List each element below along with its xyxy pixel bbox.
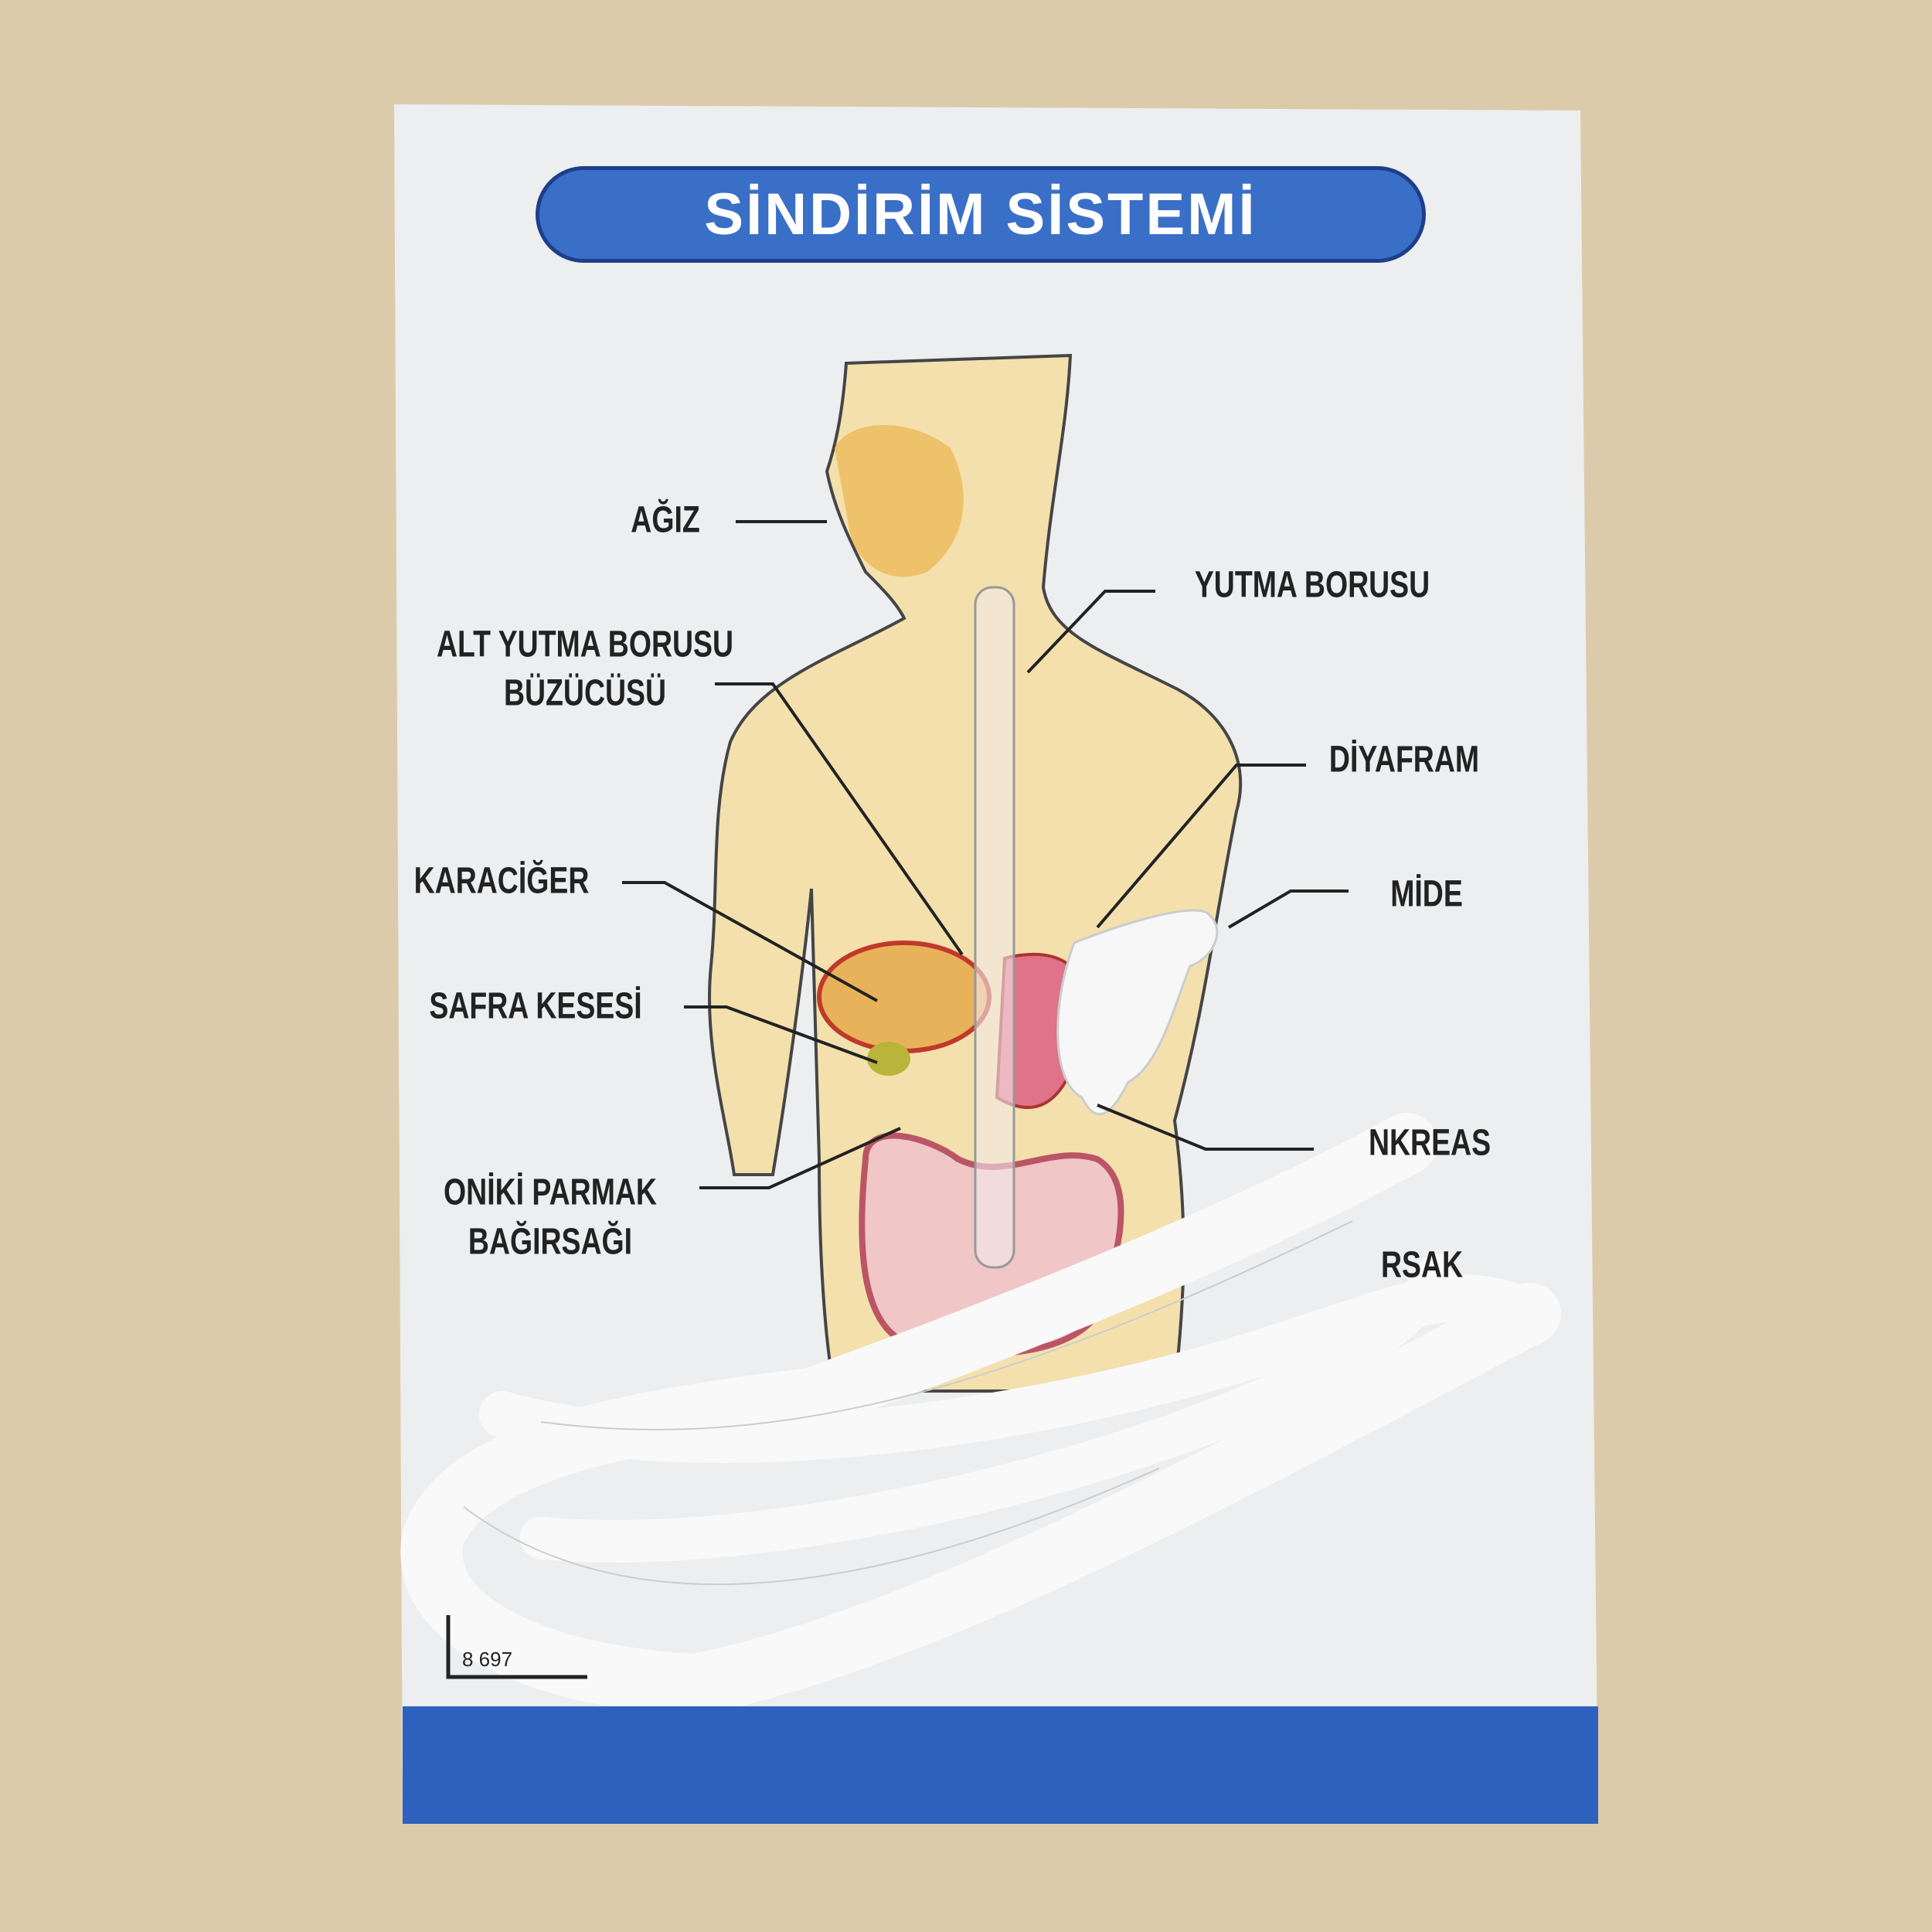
rope-texture xyxy=(463,1220,1353,1586)
label-duodenum-line2: BAĞIRSAĞI xyxy=(468,1221,633,1263)
label-gallbladder: SAFRA KESESİ xyxy=(429,985,642,1027)
barcode-frame xyxy=(446,1615,587,1679)
label-intestine: RSAK xyxy=(1380,1244,1464,1286)
label-stomach: MİDE xyxy=(1390,873,1463,915)
label-diaphragm: DİYAFRAM xyxy=(1328,739,1480,781)
label-esophagus: YUTMA BORUSU xyxy=(1194,564,1430,606)
label-liver: KARACİĞER xyxy=(413,860,590,902)
label-duodenum-line1: ONİKİ PARMAK xyxy=(444,1172,657,1213)
label-pancreas: NKREAS xyxy=(1368,1122,1492,1164)
cotton-rope xyxy=(400,1113,1561,1716)
glass-tube xyxy=(974,586,1015,1269)
gallbladder-organ xyxy=(867,1042,910,1076)
label-mouth: AĞIZ xyxy=(631,499,700,541)
label-lower-sphincter-line1: ALT YUTMA BORUSU xyxy=(436,624,734,665)
label-lower-sphincter-line2: BÜZÜCÜSÜ xyxy=(503,672,667,714)
leader-lines xyxy=(622,520,1349,1189)
page-title: SİNDİRİM SİSTEMİ xyxy=(536,166,1426,263)
stomach-cutout xyxy=(1056,909,1219,1116)
barcode-number: 8 697 xyxy=(462,1648,513,1671)
head-mouth-area xyxy=(835,425,964,577)
liver-organ xyxy=(817,940,992,1053)
bottom-blue-bar xyxy=(403,1706,1598,1824)
